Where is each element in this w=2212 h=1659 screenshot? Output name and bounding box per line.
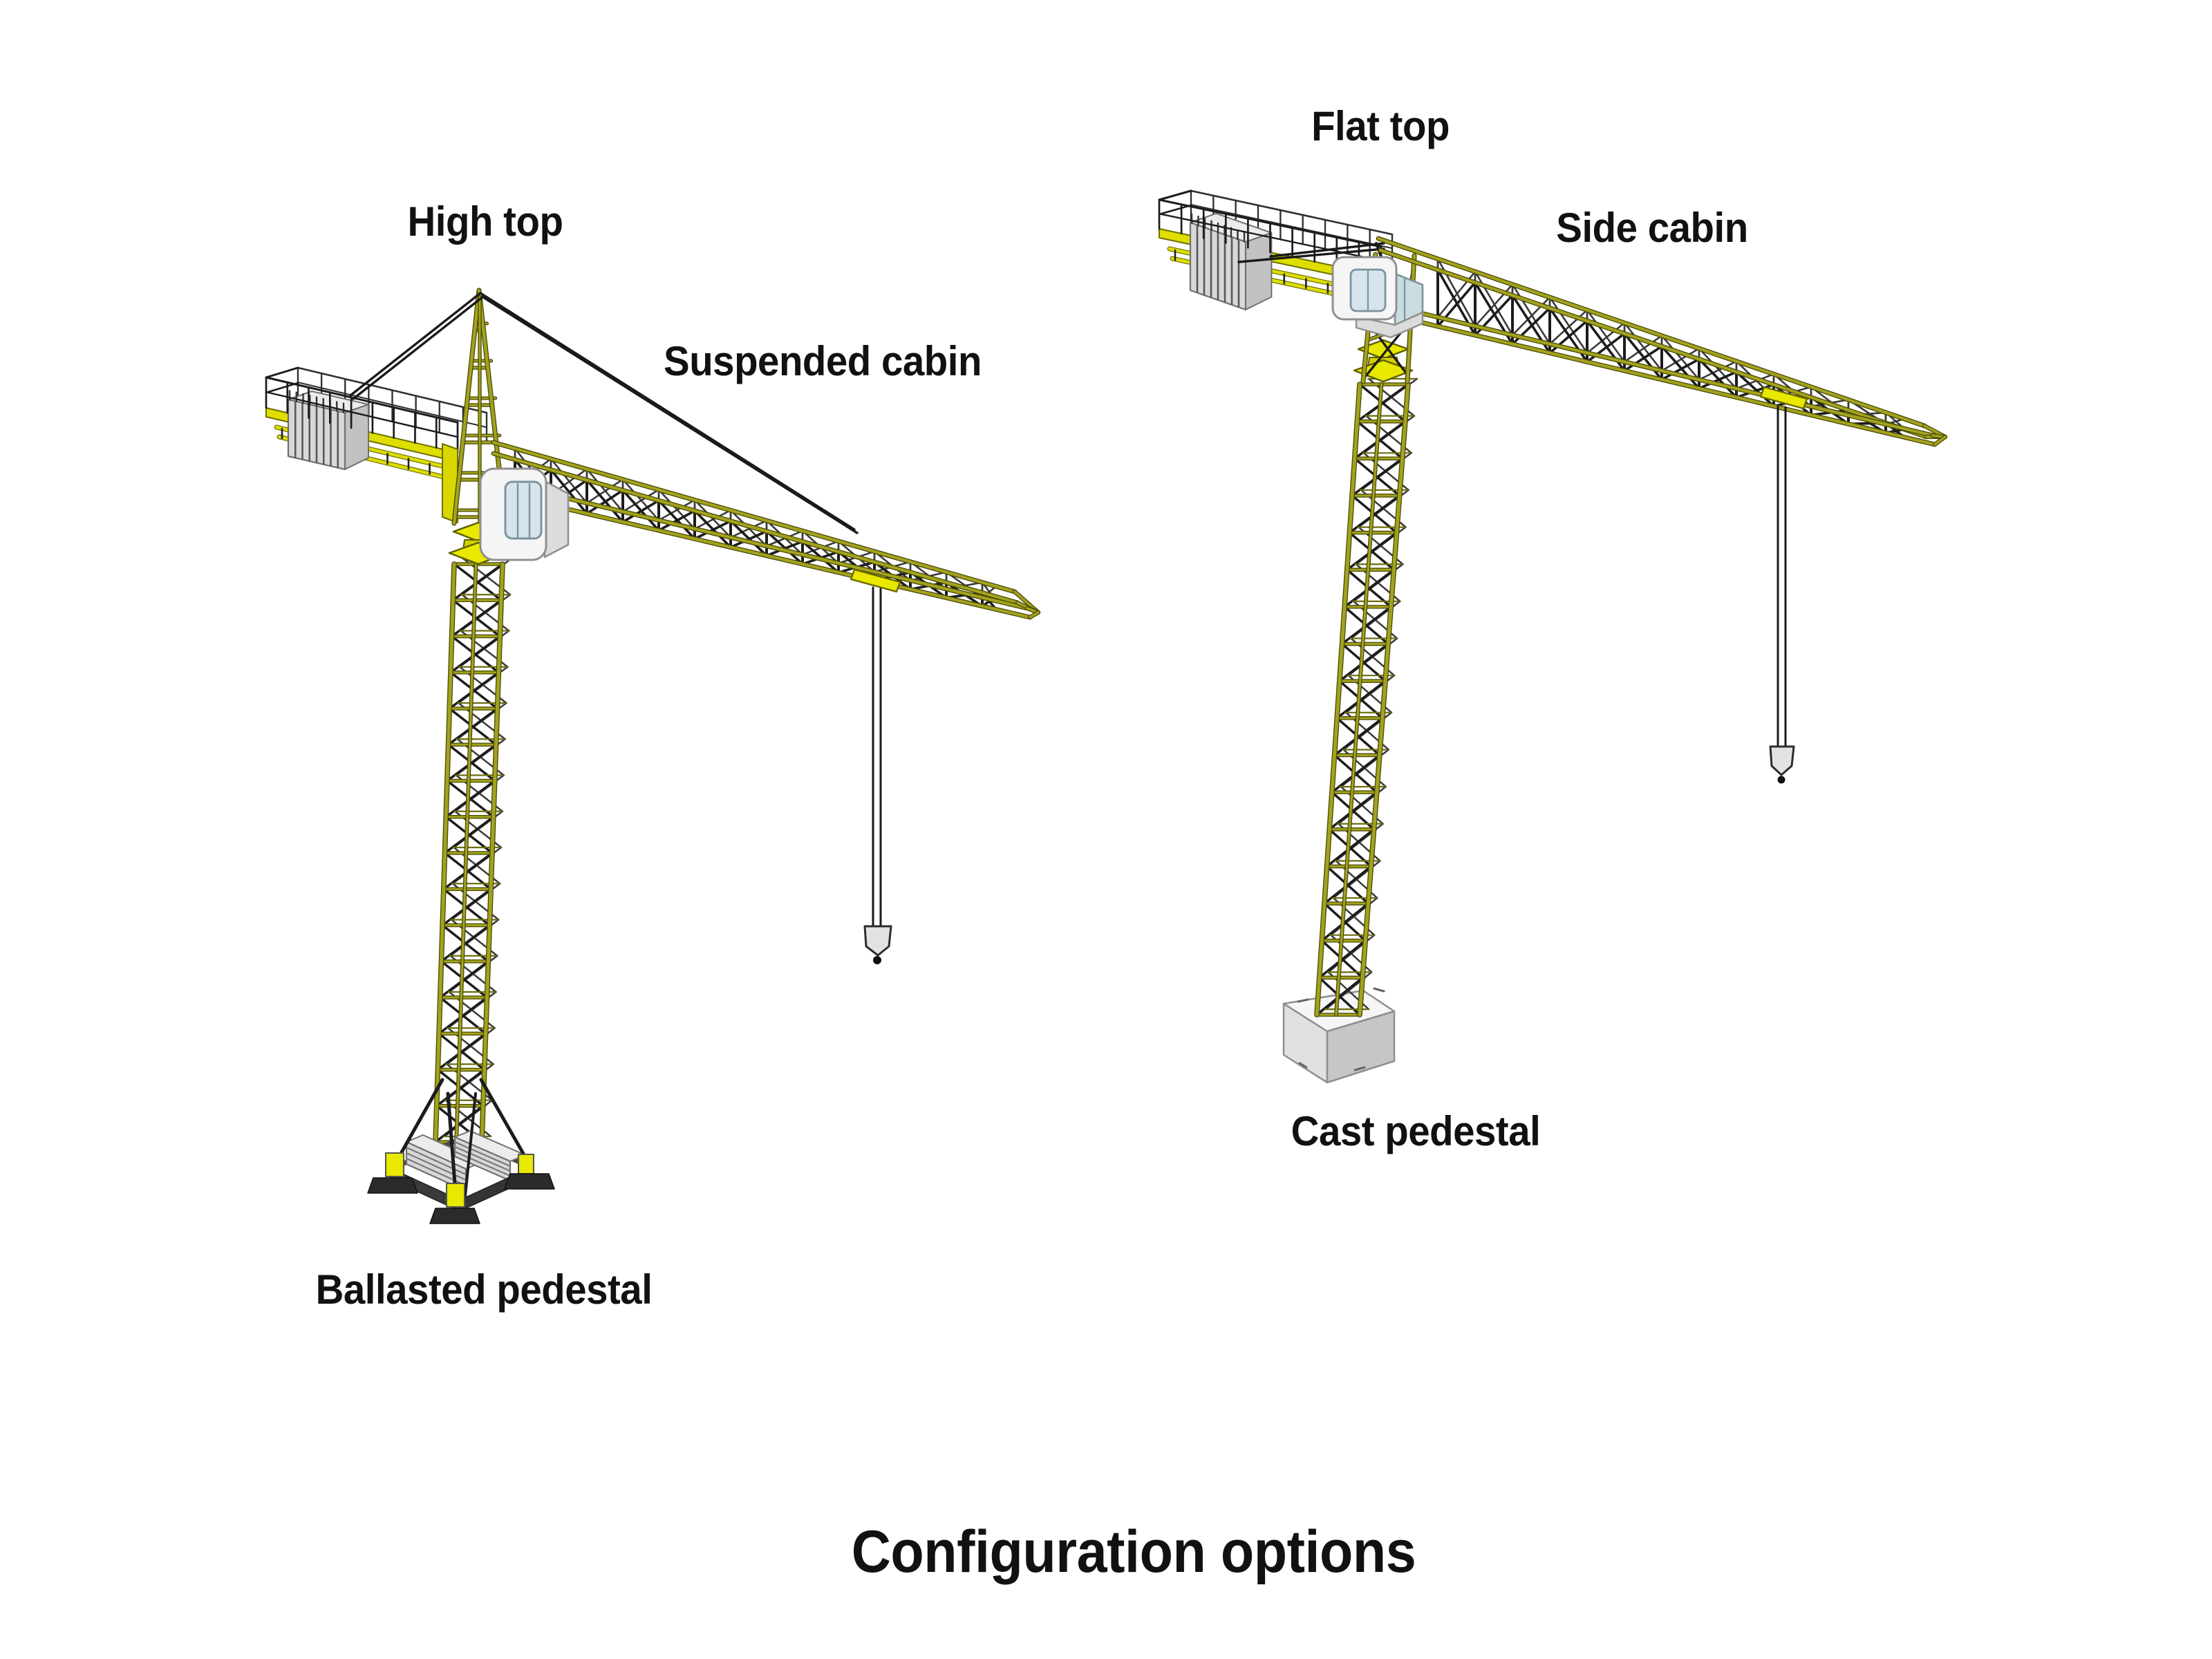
label-side-cabin: Side cabin <box>1556 205 1748 251</box>
label-high-top: High top <box>407 198 563 245</box>
right-trolley <box>1759 386 1808 410</box>
label-cast-pedestal: Cast pedestal <box>1291 1108 1541 1154</box>
diagram-title: Configuration options <box>851 1519 1416 1585</box>
left-counterweight <box>287 390 369 471</box>
left-tower <box>433 557 513 1145</box>
right-tower <box>1314 377 1418 1018</box>
left-tie-bars <box>349 292 859 534</box>
left-counter-jib-railing <box>265 366 459 454</box>
right-crane <box>1158 189 1948 1084</box>
label-flat-top: Flat top <box>1311 103 1450 149</box>
cranes <box>265 189 1948 1224</box>
right-jib <box>1376 236 1948 447</box>
right-hook <box>1769 405 1795 784</box>
left-trolley <box>850 568 901 593</box>
left-jib <box>487 440 1041 620</box>
label-ballasted-pedestal: Ballasted pedestal <box>315 1266 653 1313</box>
suspended-cabin <box>479 467 570 561</box>
left-crane <box>265 288 1041 1224</box>
left-hook <box>863 586 892 964</box>
ballasted-pedestal <box>367 1078 555 1224</box>
label-suspended-cabin: Suspended cabin <box>664 338 982 384</box>
right-counterweight <box>1189 212 1273 311</box>
side-cabin <box>1331 256 1424 339</box>
cast-pedestal <box>1282 987 1396 1084</box>
